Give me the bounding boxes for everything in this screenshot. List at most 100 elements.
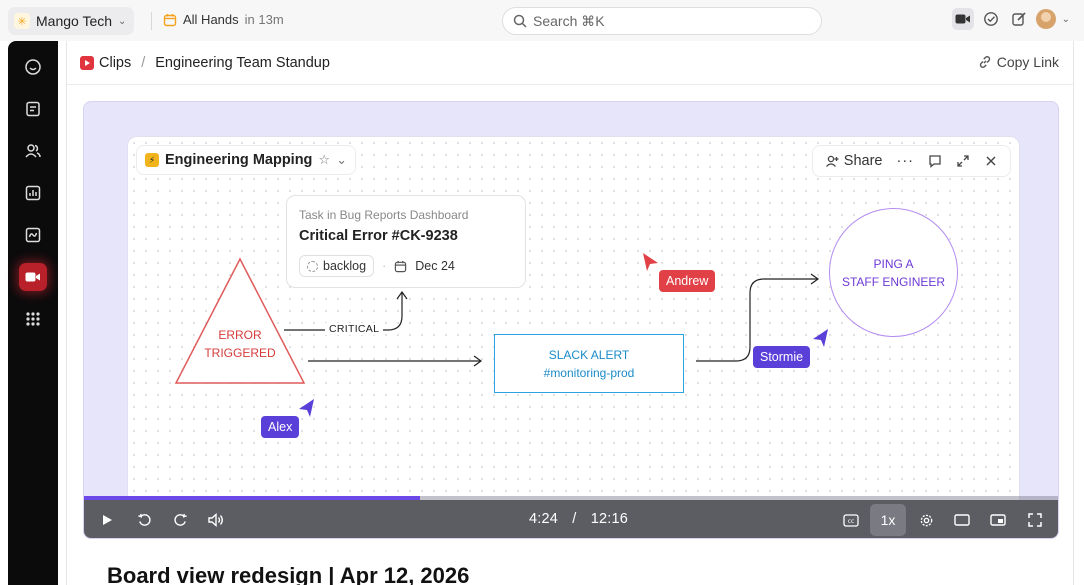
player-controls: 4:24 / 12:16 cc 1x [84, 500, 1058, 538]
fullscreen-icon [1028, 513, 1042, 527]
ping-engineer-node[interactable]: PING A STAFF ENGINEER [829, 208, 958, 337]
cursor-label-andrew: Andrew [659, 270, 716, 292]
captions-icon: cc [843, 513, 859, 527]
critical-connector-label: CRITICAL [325, 323, 384, 335]
settings-button[interactable] [916, 510, 936, 530]
home-icon [25, 59, 41, 75]
duration: 12:16 [590, 511, 629, 527]
video-camera-icon [25, 272, 40, 282]
share-label: Share [843, 153, 883, 169]
sidebar-item-dashboards[interactable] [19, 179, 47, 207]
users-icon [25, 144, 41, 158]
board-toolbar: Share ··· [811, 145, 1011, 177]
task-check-button[interactable] [980, 8, 1002, 30]
task-card-subtitle: Task in Bug Reports Dashboard [299, 208, 469, 222]
forward-icon [173, 513, 187, 526]
sidebar-item-teams[interactable] [19, 137, 47, 165]
chevron-down-icon: ⌄ [118, 15, 127, 27]
expand-icon[interactable] [956, 154, 970, 168]
rewind-button[interactable] [134, 510, 154, 530]
divider [151, 12, 152, 30]
video-camera-icon [955, 14, 970, 24]
picture-in-picture-button[interactable] [988, 510, 1008, 530]
slack-alert-node[interactable]: SLACK ALERT #monitoring-prod [494, 334, 684, 393]
whiteboard-icon: ⚡ [145, 153, 159, 167]
clip-icon [80, 55, 94, 70]
main-panel: Clips / Engineering Team Standup Copy Li… [66, 41, 1074, 585]
calendar-icon [163, 13, 177, 26]
edit-icon [1011, 12, 1026, 26]
sidebar-item-inbox[interactable] [19, 95, 47, 123]
separator-dot: · [382, 259, 387, 273]
theater-icon [954, 514, 970, 526]
document-title: Board view redesign | Apr 12, 2026 [107, 563, 470, 585]
search-placeholder: Search ⌘K [533, 12, 605, 29]
whiteboard-icon [25, 227, 41, 243]
video-player[interactable]: ⚡ Engineering Mapping ☆ ⌄ Share ··· [83, 101, 1059, 539]
status-circle-icon [307, 260, 318, 272]
svg-text:cc: cc [848, 518, 855, 525]
copy-link-button[interactable]: Copy Link [978, 54, 1059, 70]
sidebar-item-more[interactable] [19, 305, 47, 333]
search-icon [513, 14, 527, 28]
volume-button[interactable] [206, 510, 226, 530]
close-icon[interactable] [984, 154, 998, 168]
sidebar-item-home[interactable] [19, 53, 47, 81]
link-icon [979, 56, 990, 68]
task-card[interactable]: Task in Bug Reports Dashboard Critical E… [286, 195, 526, 288]
status-label: backlog [323, 259, 367, 273]
current-time: 4:24 [529, 511, 559, 527]
copy-link-label: Copy Link [996, 54, 1059, 70]
top-right-actions: ⌄ [951, 8, 1070, 30]
upcoming-meeting[interactable]: All Hands in 13m [163, 12, 284, 27]
workspace-logo-icon: ✳ [14, 13, 30, 29]
search-input[interactable]: Search ⌘K [502, 7, 822, 35]
sidebar [8, 41, 58, 585]
breadcrumb-current: Engineering Team Standup [155, 54, 330, 71]
time-display: 4:24 / 12:16 [529, 511, 628, 527]
pip-icon [990, 514, 1006, 526]
gear-icon [920, 514, 932, 526]
task-card-meta: backlog · Dec 24 [299, 255, 513, 277]
fullscreen-button[interactable] [1025, 510, 1045, 530]
ping-line1: PING A [873, 256, 914, 271]
chevron-down-icon[interactable]: ⌄ [336, 152, 347, 167]
ping-line2: STAFF ENGINEER [841, 274, 946, 289]
cursor-label-alex: Alex [261, 416, 300, 438]
breadcrumb-separator: / [141, 54, 146, 71]
avatar[interactable] [1035, 9, 1056, 29]
playback-speed-button[interactable]: 1x [870, 504, 906, 536]
slack-line1: SLACK ALERT [548, 347, 630, 362]
comment-icon[interactable] [928, 154, 942, 168]
board-title: Engineering Mapping [165, 152, 313, 168]
volume-icon [208, 513, 223, 527]
chevron-down-icon[interactable]: ⌄ [1061, 13, 1070, 25]
record-clip-button[interactable] [951, 8, 974, 30]
workspace-switcher[interactable]: ✳ Mango Tech ⌄ [8, 7, 135, 35]
compose-button[interactable] [1008, 8, 1030, 30]
sidebar-item-clips[interactable] [19, 263, 47, 291]
share-button[interactable]: Share [825, 153, 883, 169]
workspace-name: Mango Tech [36, 13, 113, 29]
progress-bar[interactable] [84, 496, 1058, 500]
rewind-icon [137, 513, 151, 526]
breadcrumb-clips-link[interactable]: Clips [99, 54, 132, 71]
whiteboard-canvas: ⚡ Engineering Mapping ☆ ⌄ Share ··· [127, 136, 1020, 516]
captions-button[interactable]: cc [841, 510, 861, 530]
breadcrumb: Clips / Engineering Team Standup Copy Li… [67, 41, 1073, 85]
task-card-title: Critical Error #CK-9238 [299, 228, 458, 244]
circle-check-icon [983, 12, 998, 26]
more-icon[interactable]: ··· [896, 153, 914, 169]
forward-button[interactable] [170, 510, 190, 530]
board-title-bar[interactable]: ⚡ Engineering Mapping ☆ ⌄ [136, 145, 356, 175]
status-badge[interactable]: backlog [299, 255, 375, 277]
grid-icon [26, 312, 40, 326]
calendar-icon [395, 260, 407, 272]
play-icon [103, 515, 112, 525]
connectors [174, 253, 828, 417]
star-icon[interactable]: ☆ [318, 152, 331, 167]
sidebar-item-whiteboards[interactable] [19, 221, 47, 249]
theater-mode-button[interactable] [952, 510, 972, 530]
error-triggered-label: ERROR TRIGGERED [190, 326, 290, 362]
play-button[interactable] [97, 510, 117, 530]
